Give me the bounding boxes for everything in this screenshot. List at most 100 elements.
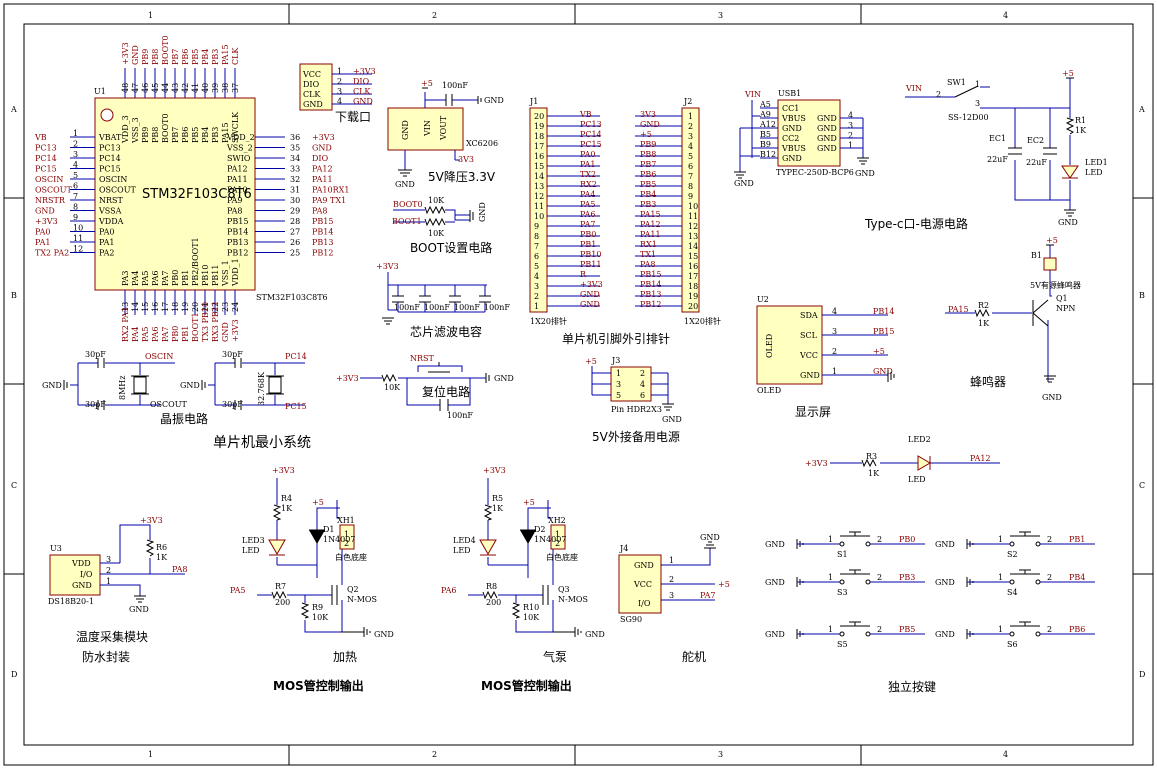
mcu-pin-num: 6 xyxy=(73,182,78,191)
mcu-pin-net: BOOT1 xyxy=(191,312,200,342)
oled-pin-net: PB14 xyxy=(873,307,894,316)
xtal1-oscout: OSCOUT xyxy=(150,400,187,409)
ds18b20-num-1: 1 xyxy=(106,577,111,586)
j1-pin-net: VB xyxy=(579,110,592,119)
buzzer-gnd: GND xyxy=(1042,393,1062,402)
mcu-pin-net: PB4 xyxy=(201,49,210,65)
key-gnd: GND xyxy=(935,578,955,587)
key-gnd: GND xyxy=(935,630,955,639)
mcu-pin-name: PB15 xyxy=(227,217,248,226)
j3-backup-power: +5 J3 1 3 5 2 4 6 Pin HDR2X3 GND 5V外接备用电… xyxy=(585,356,682,444)
oled-pin-name: GND xyxy=(800,371,820,380)
pump-xh-pin2: 2 xyxy=(555,539,560,548)
col-4-bottom: 4 xyxy=(1003,750,1008,759)
mcu-pin-net: GND xyxy=(312,144,332,153)
mcu-pin-name: PB3 xyxy=(211,127,220,143)
heat-led: LED3 xyxy=(242,536,265,545)
pump-vcc: +3V3 xyxy=(483,466,506,475)
j1-pin-num: 10 xyxy=(534,212,544,221)
mcu-pin-net: TX3 PB10 xyxy=(201,302,210,342)
xtal1-c-bot: 30pF xyxy=(85,400,106,409)
led2-circuit: +3V3 R3 1K LED2 LED PA12 xyxy=(805,435,1000,484)
mcu-pin-name: PB4 xyxy=(201,127,210,143)
servo-num-2: 2 xyxy=(669,575,674,584)
j2-pin-net: +5 xyxy=(640,130,652,139)
mcu-pin-name: VDD_3 xyxy=(121,115,130,144)
j2-pin-num: 7 xyxy=(688,172,693,181)
j1-pin-net: +3V3 xyxy=(580,280,603,289)
download-pin-name: VCC xyxy=(302,70,321,79)
pump-r-gate: R8 xyxy=(486,582,497,591)
reset-gnd: GND xyxy=(494,374,514,383)
mcu-pin-num: 19 xyxy=(181,302,190,312)
j2-pin-num: 19 xyxy=(688,292,698,301)
j1-pin-net: PC14 xyxy=(580,130,602,139)
power-led: LED1 xyxy=(1085,158,1108,167)
filter-caption: 芯片滤波电容 xyxy=(410,324,482,339)
minsys-caption: 单片机最小系统 xyxy=(213,435,311,451)
j2-pin-net: PB5 xyxy=(640,180,656,189)
mcu-pin-num: 45 xyxy=(151,83,160,93)
j2-pin-num: 2 xyxy=(688,122,693,131)
oled-pin-num: 2 xyxy=(832,347,837,356)
mcu-pin-name: PA5 xyxy=(141,270,150,286)
j2-pin-net: PA8 xyxy=(640,260,656,269)
power-ec2: EC2 xyxy=(1027,136,1044,145)
col-1-bottom: 1 xyxy=(148,750,153,759)
led2-r: R3 xyxy=(866,452,877,461)
mcu-pin-net: PA7 xyxy=(161,326,170,342)
led2-ref: LED2 xyxy=(908,435,931,444)
heat-caption2: MOS管控制输出 xyxy=(273,678,364,693)
mcu-pin-name: PB2/BOOT1 xyxy=(191,237,200,286)
j1-pin-num: 2 xyxy=(534,292,539,301)
mcu-pin-net: TX2 PA2 xyxy=(35,249,69,258)
mcu-pin-num: 25 xyxy=(290,249,300,258)
key-gnd: GND xyxy=(935,540,955,549)
key-pin1: 1 xyxy=(828,625,833,634)
key-net: PB6 xyxy=(1069,625,1085,634)
heat-caption: 加热 xyxy=(333,650,357,664)
mcu-pin-num: 12 xyxy=(73,245,83,254)
mcu-pin-name: VBAT xyxy=(98,133,122,142)
mcu-pin-net: +3V3 xyxy=(231,319,240,342)
ldo-gndpin: GND xyxy=(401,120,410,140)
mcu-pin-num: 48 xyxy=(121,83,130,93)
oled-pin-net: +5 xyxy=(873,347,885,356)
mcu-pin-net: PA12 xyxy=(312,165,333,174)
xtal2-freq: 32.768K xyxy=(257,371,266,406)
mcu-pin-num: 29 xyxy=(290,207,300,216)
xtal1-freq: 8MHz xyxy=(118,376,127,400)
mcu-pin-num: 37 xyxy=(231,83,240,93)
key-gnd: GND xyxy=(765,630,785,639)
servo-circuit: J4 GND VCC I/O 1 2 3 GND +5 PA7 SG90 舵机 xyxy=(618,533,730,664)
ldo-vin: VIN xyxy=(423,120,432,137)
pump-gnd: GND xyxy=(585,630,605,639)
j1-pin-net: PB1 xyxy=(580,240,596,249)
j1-pin-num: 12 xyxy=(534,192,544,201)
mcu-pin-net: PB0 xyxy=(171,326,180,342)
j1-pin-net: PC15 xyxy=(580,140,602,149)
buzzer-r: R2 xyxy=(978,301,989,310)
heat-r-pd: R9 xyxy=(312,603,323,612)
j2-pin-num: 8 xyxy=(688,182,693,191)
ldo-gnd: GND xyxy=(395,180,415,189)
mcu-pin-num: 46 xyxy=(141,83,150,93)
j1-pin-num: 4 xyxy=(534,272,539,281)
pump-r-ledv: 1K xyxy=(492,504,504,513)
led2-v: LED xyxy=(908,475,926,484)
mcu-pin-num: 13 xyxy=(121,302,130,312)
mcu-pin-num: 32 xyxy=(290,175,300,184)
oled-pin-name: VCC xyxy=(799,351,818,360)
pump-net: PA6 xyxy=(441,586,457,595)
usb-part: TYPEC-250D-BCP6 xyxy=(776,168,854,177)
oled-pin-net: PB15 xyxy=(873,327,894,336)
pump-p5: +5 xyxy=(523,498,535,507)
key-pin1: 1 xyxy=(828,573,833,582)
mcu-pin-name: SWIO xyxy=(227,154,251,163)
mcu-pin-net: PB14 xyxy=(312,228,333,237)
mcu-pin-name: PB8 xyxy=(151,127,160,143)
reset-cap: 100nF xyxy=(447,411,473,420)
